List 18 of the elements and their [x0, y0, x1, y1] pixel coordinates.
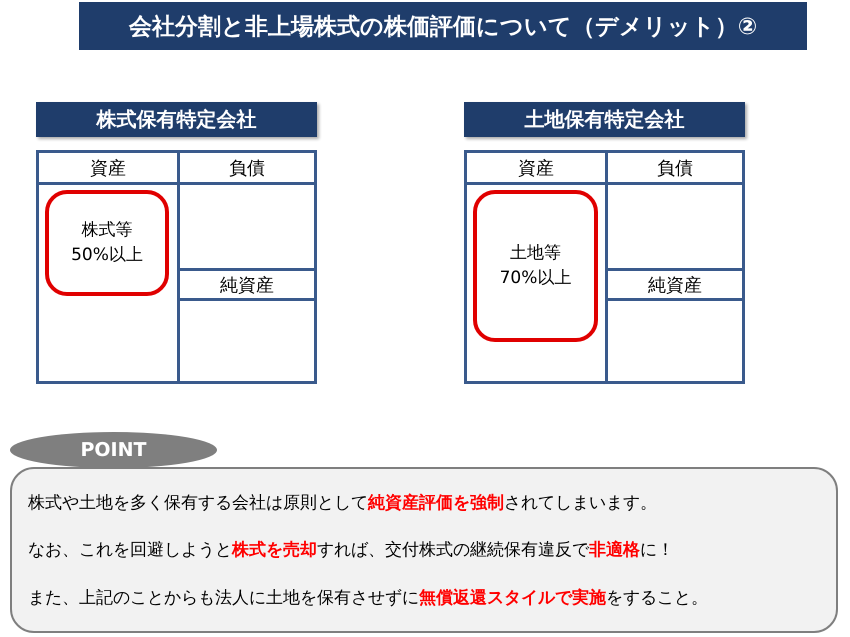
- point-box: [10, 467, 838, 633]
- column-header: 負債: [605, 150, 745, 185]
- point-label: POINT: [10, 432, 217, 468]
- highlight-box: 土地等 70%以上: [473, 190, 598, 342]
- table-cell: [177, 298, 317, 384]
- highlight-box: 株式等 50%以上: [45, 190, 169, 296]
- table-heading: 土地保有特定会社: [464, 102, 745, 137]
- point-text: 株式や土地を多く保有する会社は原則として純資産評価を強制されてしまいます。: [28, 492, 657, 514]
- table-cell: [36, 182, 180, 384]
- point-text: また、上記のことからも法人に土地を保有させずに無償返還スタイルで実施をすること。: [28, 586, 708, 609]
- table-cell: [605, 298, 745, 384]
- column-header: 負債: [177, 150, 317, 185]
- point-text: なお、これを回避しようと株式を売却すれば、交付株式の継続保有違反で非適格に！: [28, 539, 674, 562]
- table-cell: [464, 182, 608, 384]
- table-heading: 株式保有特定会社: [36, 102, 317, 137]
- column-header: 資産: [36, 150, 180, 185]
- title-banner: 会社分割と非上場株式の株価評価について（デメリット）②: [79, 2, 807, 50]
- column-header: 資産: [464, 150, 608, 185]
